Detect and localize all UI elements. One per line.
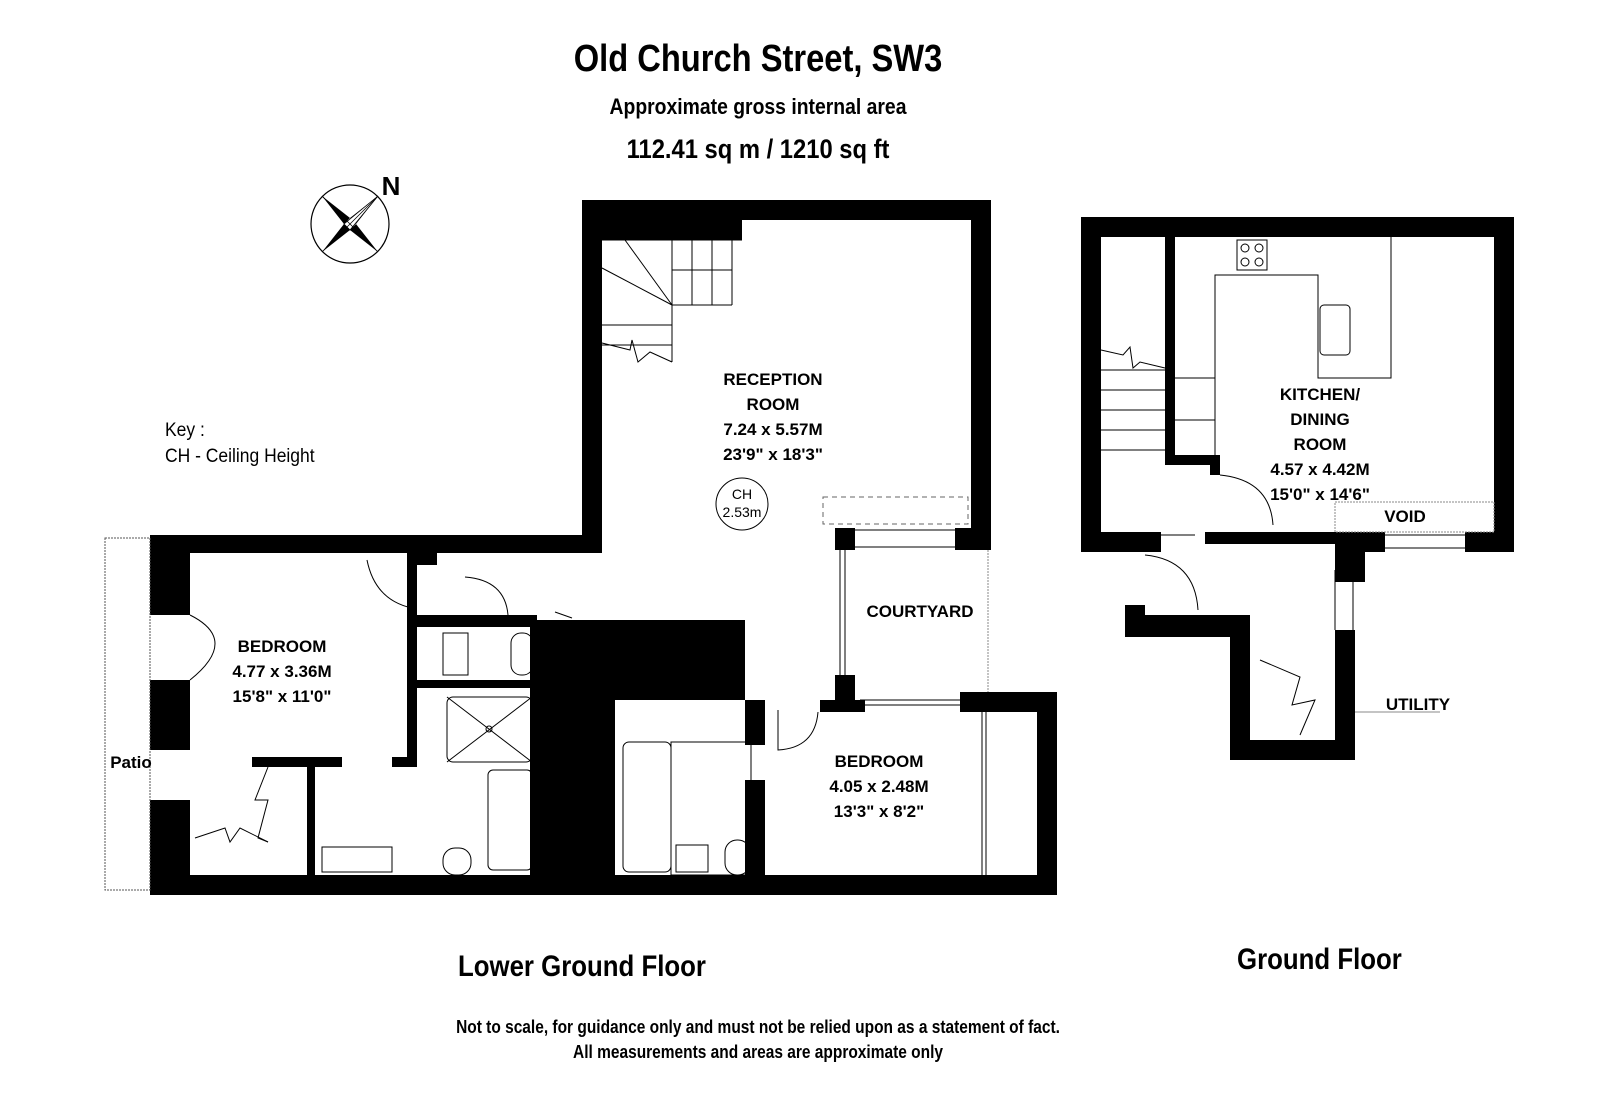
svg-text:KITCHEN/: KITCHEN/ [1280, 385, 1361, 404]
floor-label-lower-ground: Lower Ground Floor [458, 950, 706, 983]
lower-ground-fixtures [104, 239, 989, 891]
svg-text:4.05 x 2.48M: 4.05 x 2.48M [829, 777, 928, 796]
svg-text:ROOM: ROOM [1294, 435, 1347, 454]
room-label-kitchen: KITCHEN/ DINING ROOM 4.57 x 4.42M 15'0" … [1270, 385, 1370, 504]
north-compass-rose-icon: N [310, 171, 401, 264]
room-label-bedroom-2: BEDROOM 4.05 x 2.48M 13'3" x 8'2" [829, 752, 928, 821]
disclaimer-line-2: All measurements and areas are approxima… [573, 1042, 943, 1062]
svg-text:4.77 x 3.36M: 4.77 x 3.36M [232, 662, 331, 681]
svg-text:RECEPTION: RECEPTION [723, 370, 822, 389]
ground-floor-fixtures [1100, 237, 1495, 736]
svg-text:7.24 x 5.57M: 7.24 x 5.57M [723, 420, 822, 439]
svg-text:15'0" x 14'6": 15'0" x 14'6" [1270, 485, 1370, 504]
room-label-courtyard: COURTYARD [866, 602, 973, 621]
svg-text:BEDROOM: BEDROOM [835, 752, 924, 771]
svg-text:DINING: DINING [1290, 410, 1350, 429]
ceiling-height-label: CH [732, 486, 752, 502]
room-label-void: VOID [1384, 507, 1426, 526]
key-entry-ceiling-height: CH - Ceiling Height [165, 446, 315, 467]
room-label-patio: Patio [110, 753, 152, 772]
svg-text:BEDROOM: BEDROOM [238, 637, 327, 656]
svg-text:ROOM: ROOM [747, 395, 800, 414]
svg-text:4.57 x 4.42M: 4.57 x 4.42M [1270, 460, 1369, 479]
room-label-reception: RECEPTION ROOM 7.24 x 5.57M 23'9" x 18'3… [723, 370, 823, 520]
area-subtitle: Approximate gross internal area [609, 94, 907, 119]
svg-text:13'3" x 8'2": 13'3" x 8'2" [834, 802, 924, 821]
room-label-bedroom-1: BEDROOM 4.77 x 3.36M 15'8" x 11'0" [232, 637, 331, 706]
room-label-utility: UTILITY [1386, 695, 1451, 714]
floor-label-ground: Ground Floor [1237, 943, 1402, 976]
svg-text:23'9" x 18'3": 23'9" x 18'3" [723, 445, 823, 464]
disclaimer-line-1: Not to scale, for guidance only and must… [456, 1017, 1060, 1037]
svg-text:15'8" x 11'0": 15'8" x 11'0" [233, 687, 332, 706]
legend-key: Key : CH - Ceiling Height [165, 418, 315, 470]
key-heading: Key : [165, 420, 205, 441]
plan-title: Old Church Street, SW3 [573, 38, 943, 80]
ground-floor-plan [1081, 217, 1514, 760]
ceiling-height-value: 2.53m [723, 504, 762, 520]
compass-north-label: N [382, 171, 401, 201]
gross-area: 112.41 sq m / 1210 sq ft [626, 134, 890, 164]
